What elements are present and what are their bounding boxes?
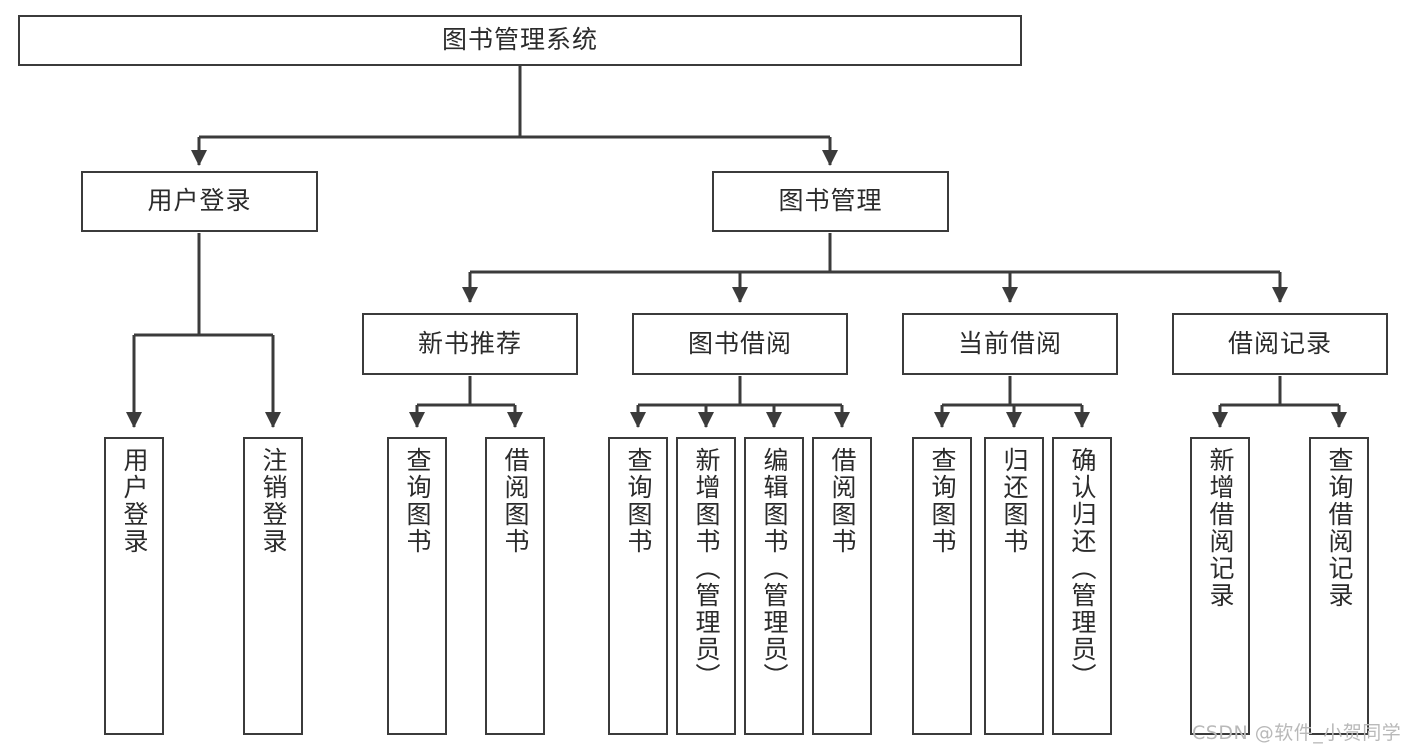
node-label: 图书借阅 — [687, 328, 792, 358]
node-label: 新增借阅记录 — [1206, 447, 1235, 609]
leaf-node-return-book[interactable]: 归还图书 — [984, 437, 1044, 735]
node-label: 图书管理 — [778, 186, 883, 216]
node-label: 查询图书 — [928, 447, 957, 555]
edge-userlogin-to-leaves — [125, 233, 282, 428]
edge-newbook-to-leaves — [408, 376, 524, 428]
node-label: 借阅图书 — [828, 447, 857, 555]
node-label: 借阅记录 — [1227, 328, 1332, 358]
node-label: 新书推荐 — [417, 328, 522, 358]
node-label: 借阅图书 — [501, 447, 530, 555]
node-label: 当前借阅 — [957, 328, 1062, 358]
leaf-node-add-borrow-record[interactable]: 新增借阅记录 — [1190, 437, 1250, 735]
leaf-node-borrow-book[interactable]: 借阅图书 — [812, 437, 872, 735]
leaf-node-confirm-return-admin[interactable]: 确认归还（管理员） — [1052, 437, 1112, 735]
edge-borrowrecord-to-leaves — [1211, 376, 1348, 428]
leaf-node-edit-book-admin[interactable]: 编辑图书（管理员） — [744, 437, 804, 735]
node-label: 用户登录 — [120, 447, 149, 555]
leaf-node-user-login[interactable]: 用户登录 — [104, 437, 164, 735]
node-book-management-system[interactable]: 图书管理系统 — [18, 15, 1022, 66]
leaf-node-borrow-book-recommend[interactable]: 借阅图书 — [485, 437, 545, 735]
edge-bookborrow-to-leaves — [629, 376, 851, 428]
edge-currentborrow-to-leaves — [933, 376, 1091, 428]
leaf-node-query-book-recommend[interactable]: 查询图书 — [387, 437, 447, 735]
node-label: 用户登录 — [147, 186, 252, 216]
leaf-node-query-book-current[interactable]: 查询图书 — [912, 437, 972, 735]
leaf-node-add-book-admin[interactable]: 新增图书（管理员） — [676, 437, 736, 735]
node-label: 查询图书 — [624, 447, 653, 555]
node-current-borrow[interactable]: 当前借阅 — [902, 313, 1118, 375]
leaf-node-query-book-borrow[interactable]: 查询图书 — [608, 437, 668, 735]
node-label: 注销登录 — [259, 447, 288, 555]
edge-bookmanage-to-level2 — [461, 233, 1289, 303]
watermark-text: CSDN @软件_小贺同学 — [1192, 722, 1402, 744]
leaf-node-user-logout[interactable]: 注销登录 — [243, 437, 303, 735]
node-borrow-record[interactable]: 借阅记录 — [1172, 313, 1388, 375]
node-book-borrow[interactable]: 图书借阅 — [632, 313, 848, 375]
node-label: 新增图书（管理员） — [692, 447, 721, 690]
node-label: 查询图书 — [403, 447, 432, 555]
node-label: 图书管理系统 — [441, 25, 598, 55]
node-new-book-recommend[interactable]: 新书推荐 — [362, 313, 578, 375]
node-label: 查询借阅记录 — [1325, 447, 1354, 609]
node-label: 编辑图书（管理员） — [760, 447, 789, 690]
edge-root-to-level1 — [190, 66, 839, 166]
node-label: 确认归还（管理员） — [1068, 447, 1097, 690]
node-label: 归还图书 — [1000, 447, 1029, 555]
node-user-login[interactable]: 用户登录 — [81, 171, 318, 232]
leaf-node-query-borrow-record[interactable]: 查询借阅记录 — [1309, 437, 1369, 735]
node-book-management[interactable]: 图书管理 — [712, 171, 949, 232]
